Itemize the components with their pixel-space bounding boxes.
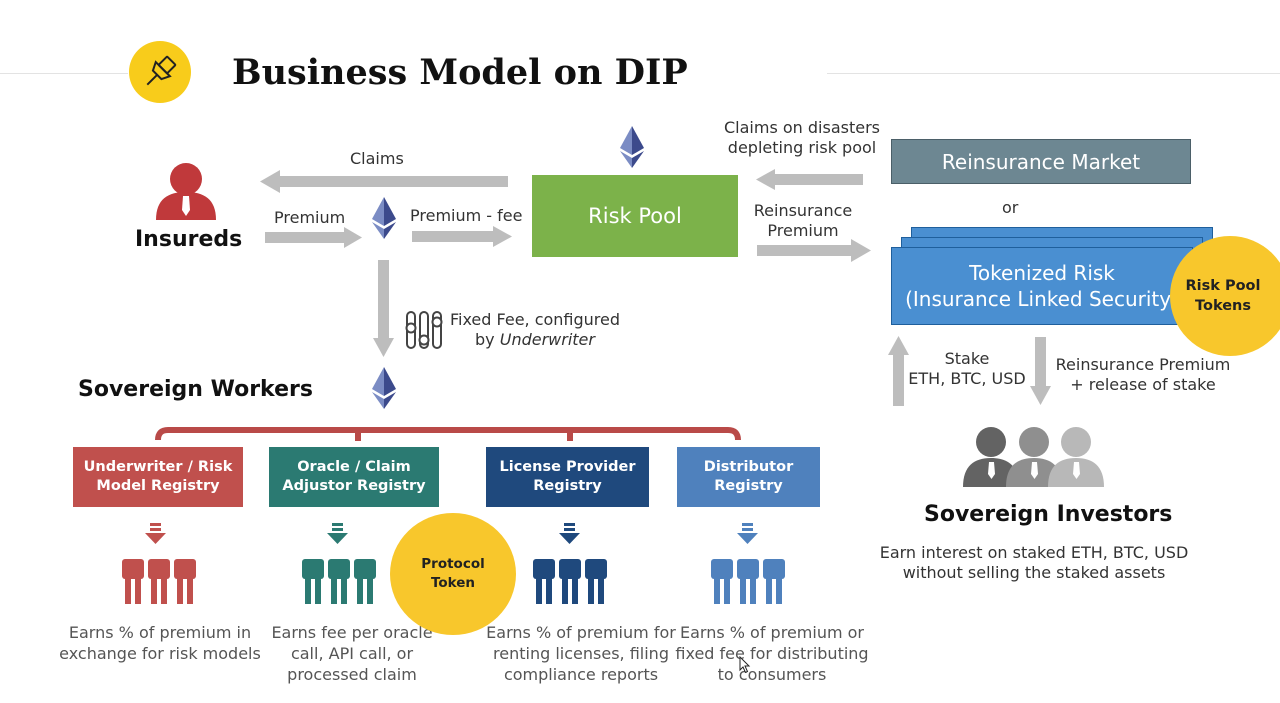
fixed-fee-arrow: [373, 260, 394, 357]
premium-arrow: [265, 227, 362, 248]
fixed-fee-label: Fixed Fee, configured by Underwriter: [449, 310, 621, 349]
mouse-cursor: [739, 656, 751, 674]
protocol-token-badge: Protocol Token: [390, 513, 516, 635]
premium-fee-arrow: [412, 226, 512, 247]
stake-arrow: [888, 336, 909, 406]
pin-badge: [129, 41, 191, 103]
ethereum-icon: [372, 367, 396, 409]
person-icon-group: [963, 427, 1104, 487]
claims-arrow: [260, 170, 508, 193]
page-title: Business Model on DIP: [232, 52, 688, 93]
reinsurance-market-box: Reinsurance Market: [891, 139, 1191, 184]
person-icon-group: [122, 523, 785, 604]
sovereign-investors-desc: Earn interest on staked ETH, BTC, USD wi…: [879, 543, 1189, 582]
claims-disasters-arrow: [756, 169, 863, 190]
tokenized-risk-box: Tokenized Risk (Insurance Linked Securit…: [891, 247, 1193, 325]
or-label: or: [1002, 198, 1019, 217]
sovereign-investors-label: Sovereign Investors: [924, 502, 1173, 527]
header-rule-left: [0, 73, 128, 74]
sovereign-workers-label: Sovereign Workers: [78, 377, 313, 402]
premium-label: Premium: [274, 208, 346, 227]
risk-pool-tokens-badge: Risk Pool Tokens: [1170, 236, 1280, 356]
release-arrow: [1030, 337, 1051, 405]
reinsurance-release-label: Reinsurance Premium + release of stake: [1055, 355, 1231, 394]
ethereum-icon: [372, 197, 396, 239]
claims-label: Claims: [350, 149, 404, 168]
pushpin-icon: [146, 55, 177, 86]
reinsurance-premium-arrow: [757, 239, 871, 262]
insureds-label: Insureds: [135, 227, 243, 252]
ethereum-icon: [620, 126, 644, 168]
claims-disasters-label: Claims on disasters depleting risk pool: [724, 118, 880, 157]
sliders-icon: [405, 311, 443, 349]
premium-fee-label: Premium - fee: [410, 206, 523, 225]
stake-label: Stake ETH, BTC, USD: [908, 349, 1026, 388]
person-icon: [156, 163, 216, 220]
risk-pool-box: Risk Pool: [532, 175, 738, 257]
header-rule-right: [827, 73, 1280, 74]
workers-bracket: [155, 427, 741, 441]
reinsurance-premium-label: Reinsurance Premium: [753, 201, 853, 240]
